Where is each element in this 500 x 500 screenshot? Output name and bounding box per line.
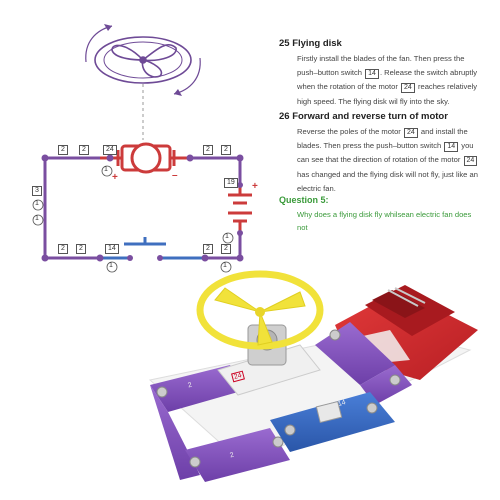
label-battery: 19 (224, 178, 238, 188)
marker-battery: 1 (225, 233, 229, 240)
section-26-body: Reverse the poles of the motor 24 and in… (297, 127, 478, 193)
battery-plus: + (252, 181, 258, 192)
switch-piece (270, 392, 395, 452)
label-top-left-a: 2 (58, 145, 68, 155)
circuit-nodes (41, 154, 244, 262)
section-26: 26 Forward and reverse turn of motor Rev… (279, 111, 479, 196)
marker-left-top: 1 (35, 200, 39, 207)
question-5: Question 5: Why does a flying disk fly w… (279, 195, 479, 234)
marker-circles (32, 165, 234, 273)
label-bottom-left-b: 2 (76, 244, 86, 254)
question-text: Why does a flying disk fly whilsean elec… (297, 210, 472, 232)
marker-motor: 1 (104, 166, 108, 173)
marker-switch: 1 (109, 262, 113, 269)
question-title: Question 5: (279, 195, 329, 205)
section-25-title: 25 Flying disk (279, 38, 342, 49)
label-left: 3 (32, 186, 42, 196)
purple-frame (150, 322, 412, 482)
fan-drawing (85, 24, 201, 96)
label-motor: 24 (103, 145, 117, 155)
yellow-fan (196, 270, 324, 350)
section-25: 25 Flying disk Firstly install the blade… (279, 38, 479, 109)
section-25-body: Firstly install the blades of the fan. T… (297, 54, 478, 106)
switch-symbol (100, 237, 205, 260)
section-26-title: 26 Forward and reverse turn of motor (279, 111, 448, 122)
motor-plus: + (112, 172, 118, 183)
label-switch: 14 (105, 244, 119, 254)
label-bottom-right-a: 2 (203, 244, 213, 254)
motor-symbol (100, 142, 190, 174)
marker-bottom-right: 1 (223, 262, 227, 269)
label-bottom-right-b: 2 (221, 244, 231, 254)
battery-symbol (228, 185, 252, 233)
label-bottom-left-a: 2 (58, 244, 68, 254)
marker-left-bottom: 1 (35, 215, 39, 222)
label-top-left-b: 2 (79, 145, 89, 155)
label-top-right-b: 2 (221, 145, 231, 155)
purple-wires (43, 156, 242, 260)
motor-minus: – (172, 170, 178, 181)
label-top-right-a: 2 (203, 145, 213, 155)
